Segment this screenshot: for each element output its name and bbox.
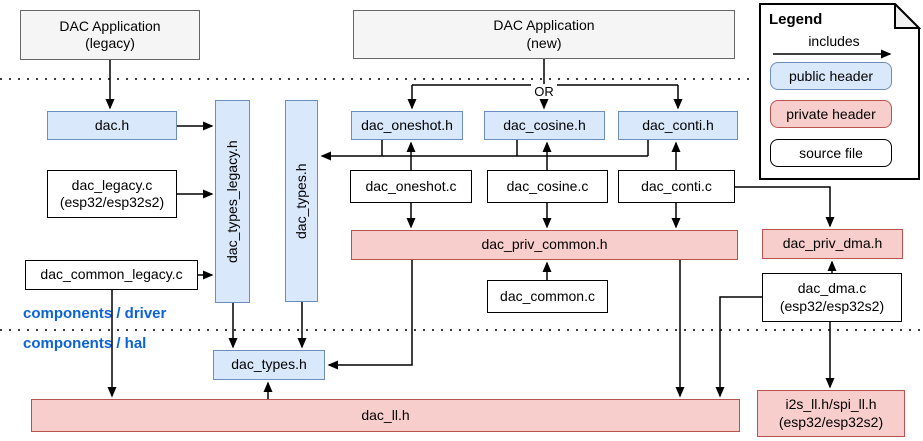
legend-includes-label: includes	[808, 33, 860, 49]
dac-common-legacy-c-label: dac_common_legacy.c	[40, 266, 183, 283]
legend: Legend includes public header private he…	[759, 3, 921, 181]
legend-source-file-label: source file	[799, 145, 863, 161]
box-dac-h: dac.h	[47, 111, 177, 140]
legend-chip-private-header: private header	[770, 100, 892, 128]
i2s-spi-ll-h-sublabel: (esp32/esp32s2)	[778, 413, 884, 430]
folded-corner-icon	[894, 3, 921, 29]
app-new-line2: (new)	[526, 34, 562, 51]
dac-oneshot-c-label: dac_oneshot.c	[365, 177, 457, 194]
box-dac-dma-c: dac_dma.c (esp32/esp32s2)	[762, 273, 902, 322]
dac-types-h-hal-label: dac_types.h	[231, 356, 307, 373]
dac-conti-h-label: dac_conti.h	[642, 116, 714, 133]
legend-chip-public-header: public header	[770, 62, 892, 90]
dac-cosine-c-label: dac_cosine.c	[506, 177, 589, 194]
box-dac-conti-h: dac_conti.h	[618, 111, 738, 140]
box-dac-priv-common-h: dac_priv_common.h	[351, 230, 738, 260]
box-dac-conti-c: dac_conti.c	[618, 170, 735, 203]
app-driver-separator	[0, 78, 752, 80]
dac-oneshot-h-label: dac_oneshot.h	[361, 116, 453, 133]
box-dac-oneshot-h: dac_oneshot.h	[351, 111, 463, 140]
app-legacy-line2: (legacy)	[85, 35, 135, 51]
dac-priv-common-h-label: dac_priv_common.h	[481, 236, 608, 253]
layer-label-driver: components / driver	[23, 305, 167, 322]
box-dac-cosine-c: dac_cosine.c	[487, 170, 608, 203]
app-new-line1: DAC Application	[493, 17, 595, 33]
box-dac-common-c: dac_common.c	[487, 280, 608, 313]
legend-frame	[759, 3, 921, 180]
dac-legacy-c-label: dac_legacy.c	[71, 176, 153, 193]
box-dac-types-legacy-h: dac_types_legacy.h	[215, 100, 250, 303]
dac-ll-h-label: dac_ll.h	[361, 406, 410, 423]
driver-hal-separator	[0, 329, 923, 331]
i2s-spi-ll-h-label: i2s_ll.h/spi_ll.h	[785, 396, 877, 412]
box-dac-legacy-c: dac_legacy.c (esp32/esp32s2)	[47, 170, 177, 218]
box-dac-cosine-h: dac_cosine.h	[484, 111, 605, 140]
dac-cosine-h-label: dac_cosine.h	[503, 116, 586, 133]
layer-label-hal: components / hal	[23, 335, 147, 352]
includes-arrow-icon	[773, 49, 892, 59]
box-dac-application-new: DAC Application (new)	[353, 10, 735, 59]
or-label: OR	[531, 84, 557, 99]
legend-chip-source-file: source file	[770, 139, 892, 167]
dac-dma-c-label: dac_dma.c	[797, 280, 867, 296]
dac-legacy-c-sublabel: (esp32/esp32s2)	[59, 194, 165, 210]
box-dac-priv-dma-h: dac_priv_dma.h	[762, 229, 903, 259]
legend-public-header-label: public header	[788, 68, 874, 84]
box-dac-ll-h: dac_ll.h	[31, 399, 740, 432]
dac-types-legacy-h-label: dac_types_legacy.h	[223, 140, 240, 263]
app-legacy-line1: DAC Application	[59, 17, 161, 34]
box-dac-types-h-hal: dac_types.h	[213, 350, 325, 380]
legend-title: Legend	[769, 11, 823, 28]
box-i2s-spi-ll-h: i2s_ll.h/spi_ll.h (esp32/esp32s2)	[757, 390, 905, 437]
dac-h-label: dac.h	[94, 116, 130, 133]
dac-dma-c-sublabel: (esp32/esp32s2)	[779, 297, 885, 314]
dac-types-h-driver-label: dac_types.h	[292, 163, 309, 239]
legend-private-header-label: private header	[786, 106, 876, 122]
box-dac-application-legacy: DAC Application (legacy)	[20, 10, 200, 60]
box-dac-common-legacy-c: dac_common_legacy.c	[25, 260, 198, 290]
dac-priv-dma-h-label: dac_priv_dma.h	[782, 235, 883, 252]
dac-common-c-label: dac_common.c	[500, 287, 595, 304]
dac-conti-c-label: dac_conti.c	[641, 177, 712, 194]
box-dac-types-h-driver: dac_types.h	[285, 100, 318, 302]
box-dac-oneshot-c: dac_oneshot.c	[350, 170, 472, 203]
